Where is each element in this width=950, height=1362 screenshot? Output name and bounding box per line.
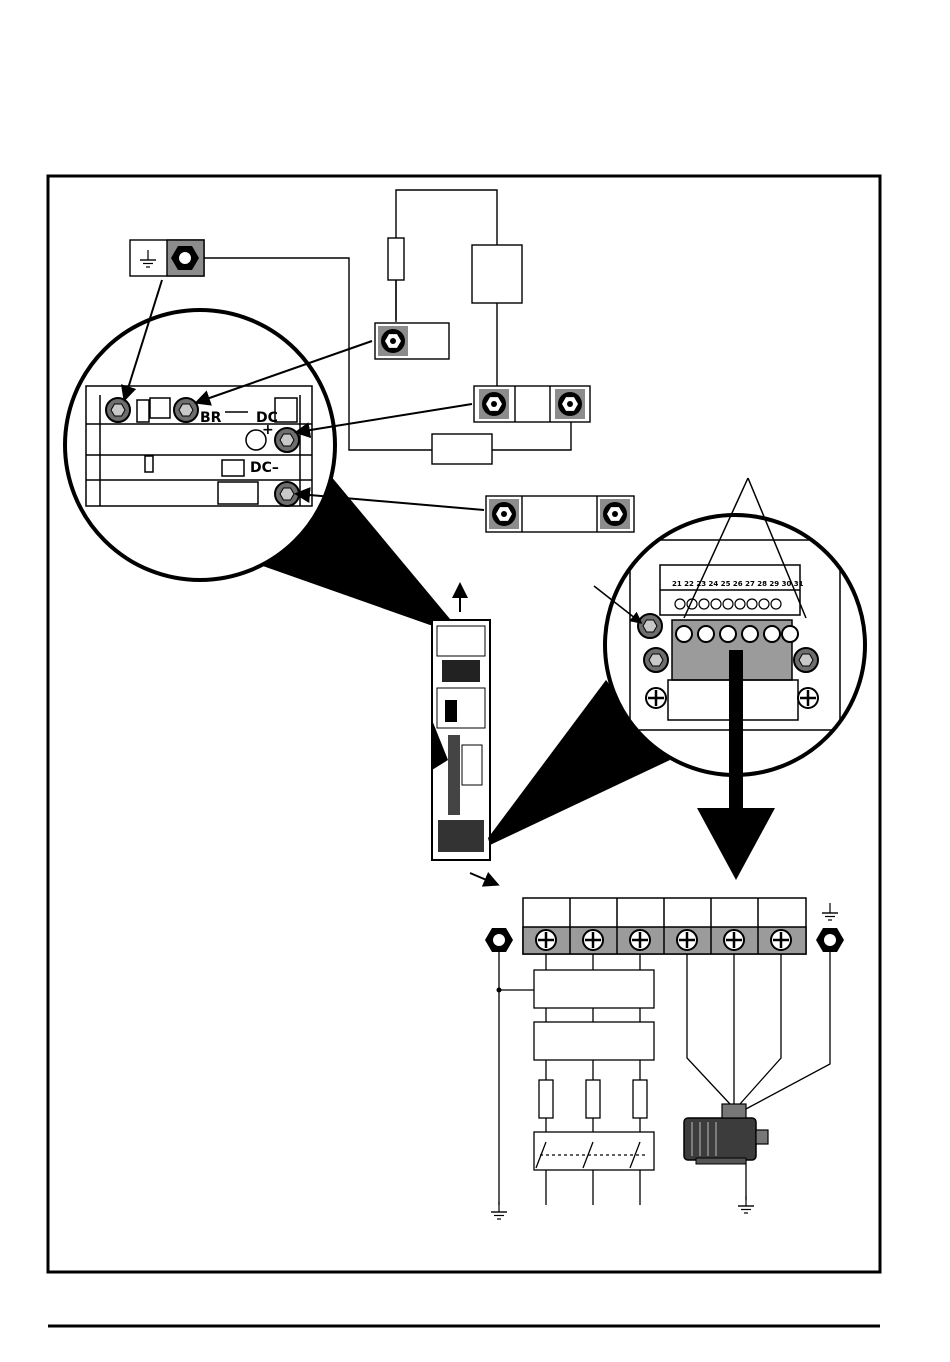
slot-screw-icon: [724, 930, 744, 950]
slot-screw-icon: [630, 930, 650, 950]
hex-screw-icon: [794, 648, 818, 672]
left-magnified-view: BR DC + DC–: [60, 310, 340, 580]
terminal-pointer-arrow: [470, 873, 496, 884]
hex-screw-icon: [174, 398, 198, 422]
hex-screw-icon: [555, 389, 585, 419]
hex-screw-icon: [106, 398, 130, 422]
slot-screw-icon: [583, 930, 603, 950]
earth-symbol-icon: [822, 903, 838, 920]
hex-nut-icon: [816, 928, 844, 952]
hex-screw-icon: [489, 499, 519, 529]
dc-minus-terminal-box: [486, 496, 634, 532]
slot-screw-icon: [646, 688, 666, 708]
control-terminal-numbers: 21 22 23 24 25 26 27 28 29 30 31: [672, 580, 804, 588]
dc-minus-label: DC–: [250, 460, 279, 476]
earth-symbol-icon: [738, 1196, 754, 1213]
hex-screw-icon: [600, 499, 630, 529]
earth-terminal-box: [130, 240, 204, 276]
supply-wiring: [499, 952, 654, 1205]
slot-screw-icon: [798, 688, 818, 708]
hex-nut-icon: [485, 928, 513, 952]
slot-screw-icon: [771, 930, 791, 950]
motor-icon: [684, 1104, 768, 1164]
earth-symbol-icon: [491, 1202, 507, 1219]
hex-screw-icon: [644, 648, 668, 672]
hex-screw-icon: [275, 482, 299, 506]
hex-screw-icon: [275, 428, 299, 452]
dc-plus-terminal-box: [474, 386, 590, 422]
slot-screw-icon: [536, 930, 556, 950]
hex-screw-icon: [638, 614, 662, 638]
junction-dot: [497, 988, 502, 993]
br-label: BR: [200, 410, 222, 426]
power-terminal-strip: [523, 898, 806, 954]
br-terminal-box: [375, 323, 449, 359]
dc-plus-sign: +: [262, 422, 274, 438]
slot-screw-icon: [677, 930, 697, 950]
hex-screw-icon: [479, 389, 509, 419]
hex-screw-icon: [378, 326, 408, 356]
drive-unit: [432, 586, 490, 860]
